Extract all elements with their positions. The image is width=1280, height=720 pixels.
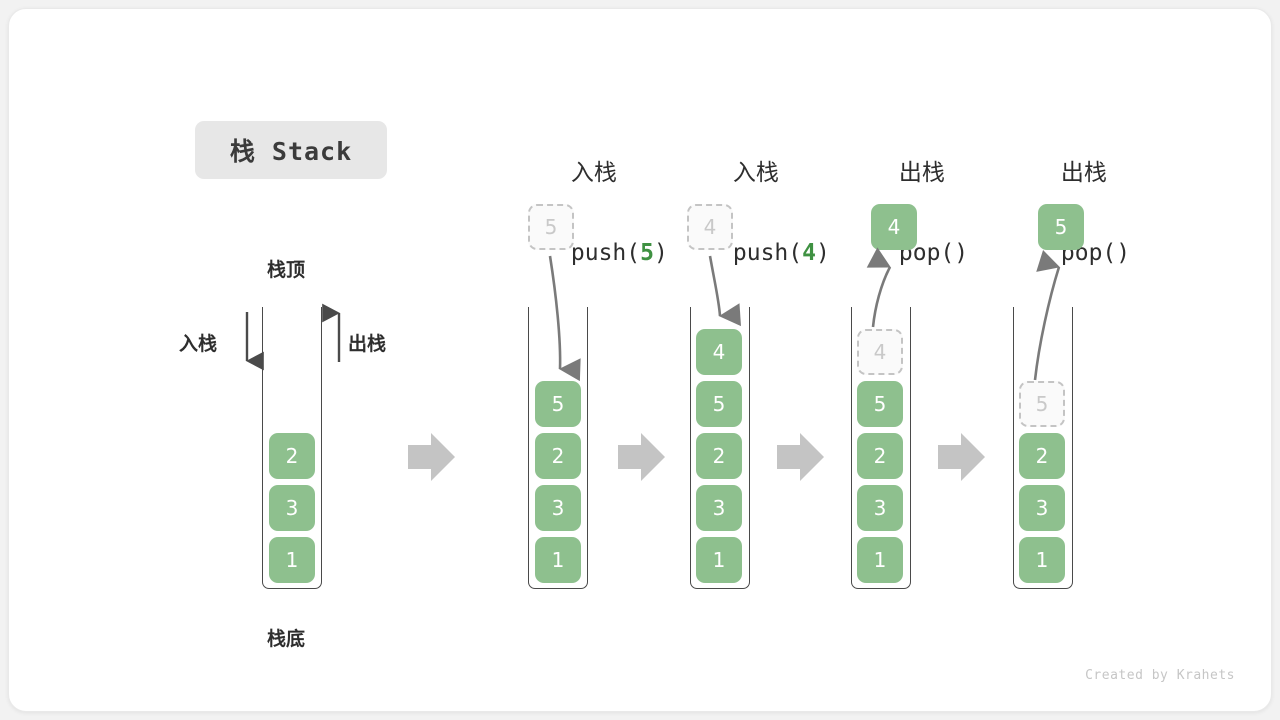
stack-cell: 5	[696, 381, 742, 427]
stack-cell: 3	[857, 485, 903, 531]
stack-bottom-label: 栈底	[267, 628, 306, 650]
operation-cjk: 出栈	[1060, 160, 1107, 186]
operation-label-push-5: 入栈 push(5)	[527, 113, 668, 313]
stack-cell: 2	[535, 433, 581, 479]
popped-cell: 4	[871, 204, 917, 250]
operation-code-suffix: )	[815, 240, 830, 266]
stack-cell: 1	[1019, 537, 1065, 583]
transition-arrow	[408, 433, 455, 481]
operation-code-arg: 4	[802, 240, 816, 266]
pop-direction-label: 出栈	[348, 333, 387, 355]
stack-cell: 3	[269, 485, 315, 531]
stack-cell: 2	[857, 433, 903, 479]
stack-cell: 1	[696, 537, 742, 583]
operation-cjk: 入栈	[570, 160, 617, 186]
operation-label-push-4: 入栈 push(4)	[689, 113, 830, 313]
stack-container-initial	[262, 307, 322, 589]
stack-cell: 4	[696, 329, 742, 375]
operation-code-suffix: )	[653, 240, 668, 266]
stack-cell-ghost: 4	[857, 329, 903, 375]
operation-cjk: 出栈	[898, 160, 945, 186]
transition-arrow	[618, 433, 665, 481]
popped-cell: 5	[1038, 204, 1084, 250]
operation-code-suffix: )	[954, 240, 969, 266]
floating-ghost-cell: 5	[528, 204, 574, 250]
stack-container-push-5	[528, 307, 588, 589]
stack-cell-ghost: 5	[1019, 381, 1065, 427]
push-direction-label: 入栈	[179, 333, 218, 355]
transition-arrow	[777, 433, 824, 481]
stack-container-push-4	[690, 307, 750, 589]
title-badge: 栈 Stack	[195, 121, 387, 179]
stack-container-pop-2	[1013, 307, 1073, 589]
stack-cell: 1	[535, 537, 581, 583]
stack-cell: 3	[535, 485, 581, 531]
transition-arrow	[938, 433, 985, 481]
stack-cell: 2	[696, 433, 742, 479]
operation-code-suffix: )	[1116, 240, 1131, 266]
operation-code-arg: 5	[640, 240, 654, 266]
credit-watermark: Created by Krahets	[1085, 668, 1235, 683]
stack-cell: 5	[857, 381, 903, 427]
stack-cell: 2	[269, 433, 315, 479]
operation-cjk: 入栈	[732, 160, 779, 186]
stack-cell: 3	[1019, 485, 1065, 531]
operation-code-prefix: push(	[570, 240, 641, 266]
operation-code-prefix: push(	[732, 240, 803, 266]
stack-cell: 1	[857, 537, 903, 583]
stack-top-label: 栈顶	[267, 259, 306, 281]
stack-cell: 5	[535, 381, 581, 427]
floating-ghost-cell: 4	[687, 204, 733, 250]
stack-cell: 2	[1019, 433, 1065, 479]
stack-cell: 3	[696, 485, 742, 531]
stack-cell: 1	[269, 537, 315, 583]
title-badge-label: 栈 Stack	[229, 137, 353, 166]
diagram-card: 栈 Stack 栈顶 栈底 入栈 出栈 2 3 1 入栈 push(5) 5 5…	[8, 8, 1272, 712]
stack-container-pop-1	[851, 307, 911, 589]
